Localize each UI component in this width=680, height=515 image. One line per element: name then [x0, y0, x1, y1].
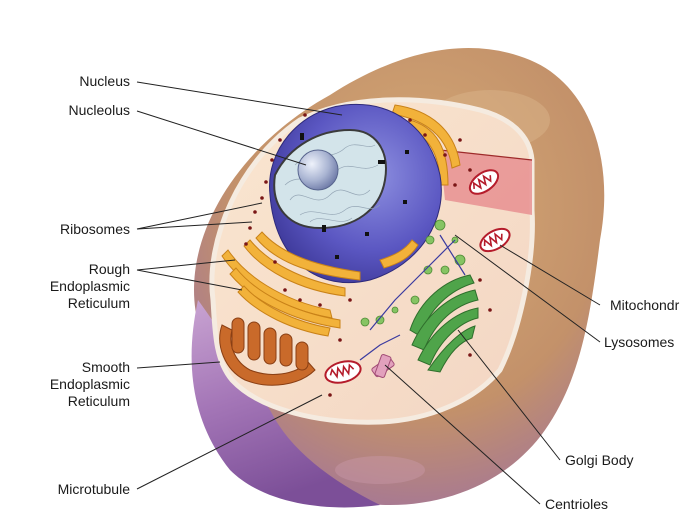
- smooth-er: [219, 317, 316, 386]
- microtubules: [359, 234, 466, 361]
- label-microtubule: Microtubule: [57, 481, 130, 497]
- mitochondrion-right: [479, 227, 511, 253]
- leader-lines: [136, 81, 601, 505]
- label-nucleus: Nucleus: [79, 73, 130, 89]
- label-smooth-er: Smooth Endoplasmic Reticulum: [49, 359, 130, 409]
- cell-membrane-purple: [191, 300, 380, 508]
- lysosomes: [360, 219, 466, 327]
- mitochondrion-top: [468, 169, 500, 195]
- label-mitochondria: Mitochondria: [610, 297, 680, 313]
- nucleolus: [297, 149, 339, 191]
- label-golgi-body: Golgi Body: [565, 452, 634, 468]
- label-rough-er: Rough Endoplasmic Reticulum: [49, 261, 130, 311]
- centrioles: [371, 354, 395, 378]
- label-lysosomes: Lysosomes: [604, 334, 675, 350]
- rough-er: [221, 231, 419, 337]
- label-centrioles: Centrioles: [545, 496, 609, 512]
- label-ribosomes: Ribosomes: [59, 221, 130, 237]
- mitochondrion-bottom: [324, 360, 362, 384]
- ribosomes: [244, 113, 492, 397]
- label-nucleolus: Nucleolus: [68, 102, 130, 118]
